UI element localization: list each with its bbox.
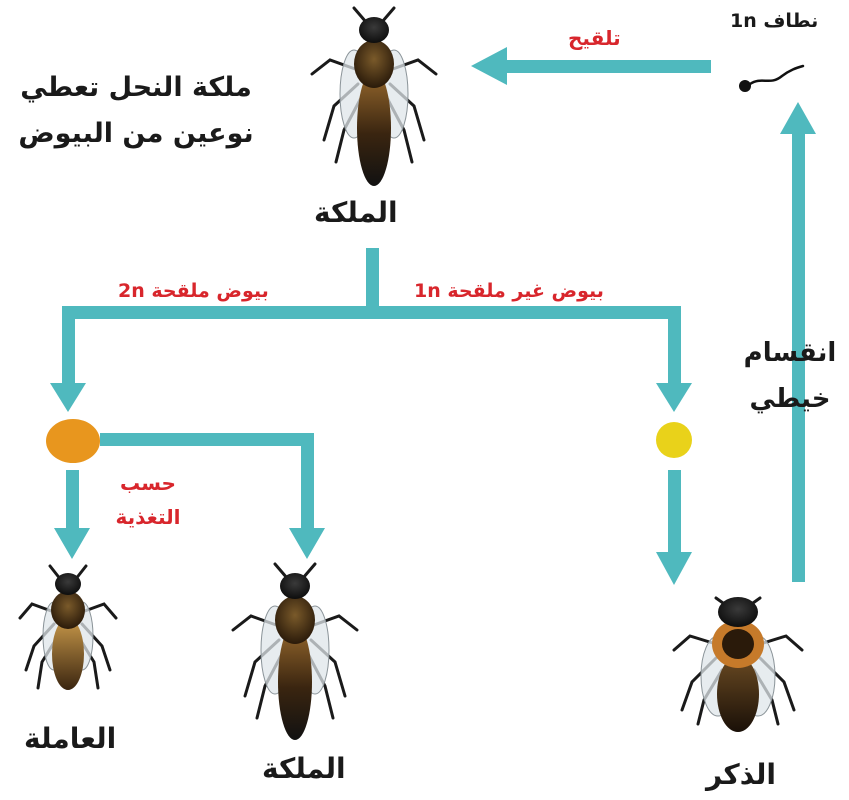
egg-to-queen-line-h [100,433,314,446]
nutrition-line-1: حسب [100,466,196,500]
mitosis-arrow-head [780,102,816,134]
mitosis-label: انقسام خيطي [738,330,842,422]
queen-trunk-line [366,248,379,314]
queen-bottom-label: الملكة [262,752,346,785]
egg-to-worker-arrow-head [54,528,90,559]
fertilized-branch-arrow-head [50,383,86,412]
nutrition-line-2: التغذية [100,500,196,534]
worker-label: العاملة [24,722,116,755]
egg-to-drone-line [668,470,681,552]
mitosis-line-2: خيطي [738,376,842,422]
diagram-title: ملكة النحل تعطي نوعين من البيوض [8,65,264,157]
sperm-icon [739,66,803,92]
fertilized-branch-line [62,306,75,386]
title-line-2: نوعين من البيوض [8,111,264,157]
fertilized-eggs-label: بيوض ملقحة 2n [118,280,269,302]
worker-bee-icon [20,566,116,690]
queen-top-label: الملكة [314,196,398,229]
sperm-label: نطاف 1n [730,10,818,32]
queen-bee-bottom-icon [233,564,357,740]
nutrition-label: حسب التغذية [100,466,196,534]
fertilized-egg [46,419,100,463]
fertilization-label: تلقيح [568,26,621,50]
egg-to-drone-arrow-head [656,552,692,585]
egg-to-worker-line [66,470,79,530]
queen-bee-top-icon [312,8,436,186]
drone-bee-icon [674,597,802,732]
unfertilized-egg [656,422,692,458]
egg-to-queen-arrow-head [289,528,325,559]
unfertilized-eggs-label: بيوض غير ملقحة 1n [414,280,604,302]
mitosis-line-1: انقسام [738,330,842,376]
unfertilized-branch-line [668,306,681,386]
title-line-1: ملكة النحل تعطي [8,65,264,111]
unfertilized-branch-arrow-head [656,383,692,412]
drone-label: الذكر [706,758,776,791]
fertilization-arrow-shaft [505,60,711,73]
egg-to-queen-line-v [301,433,314,531]
split-line [62,306,681,319]
fertilization-arrow-head [471,47,507,85]
